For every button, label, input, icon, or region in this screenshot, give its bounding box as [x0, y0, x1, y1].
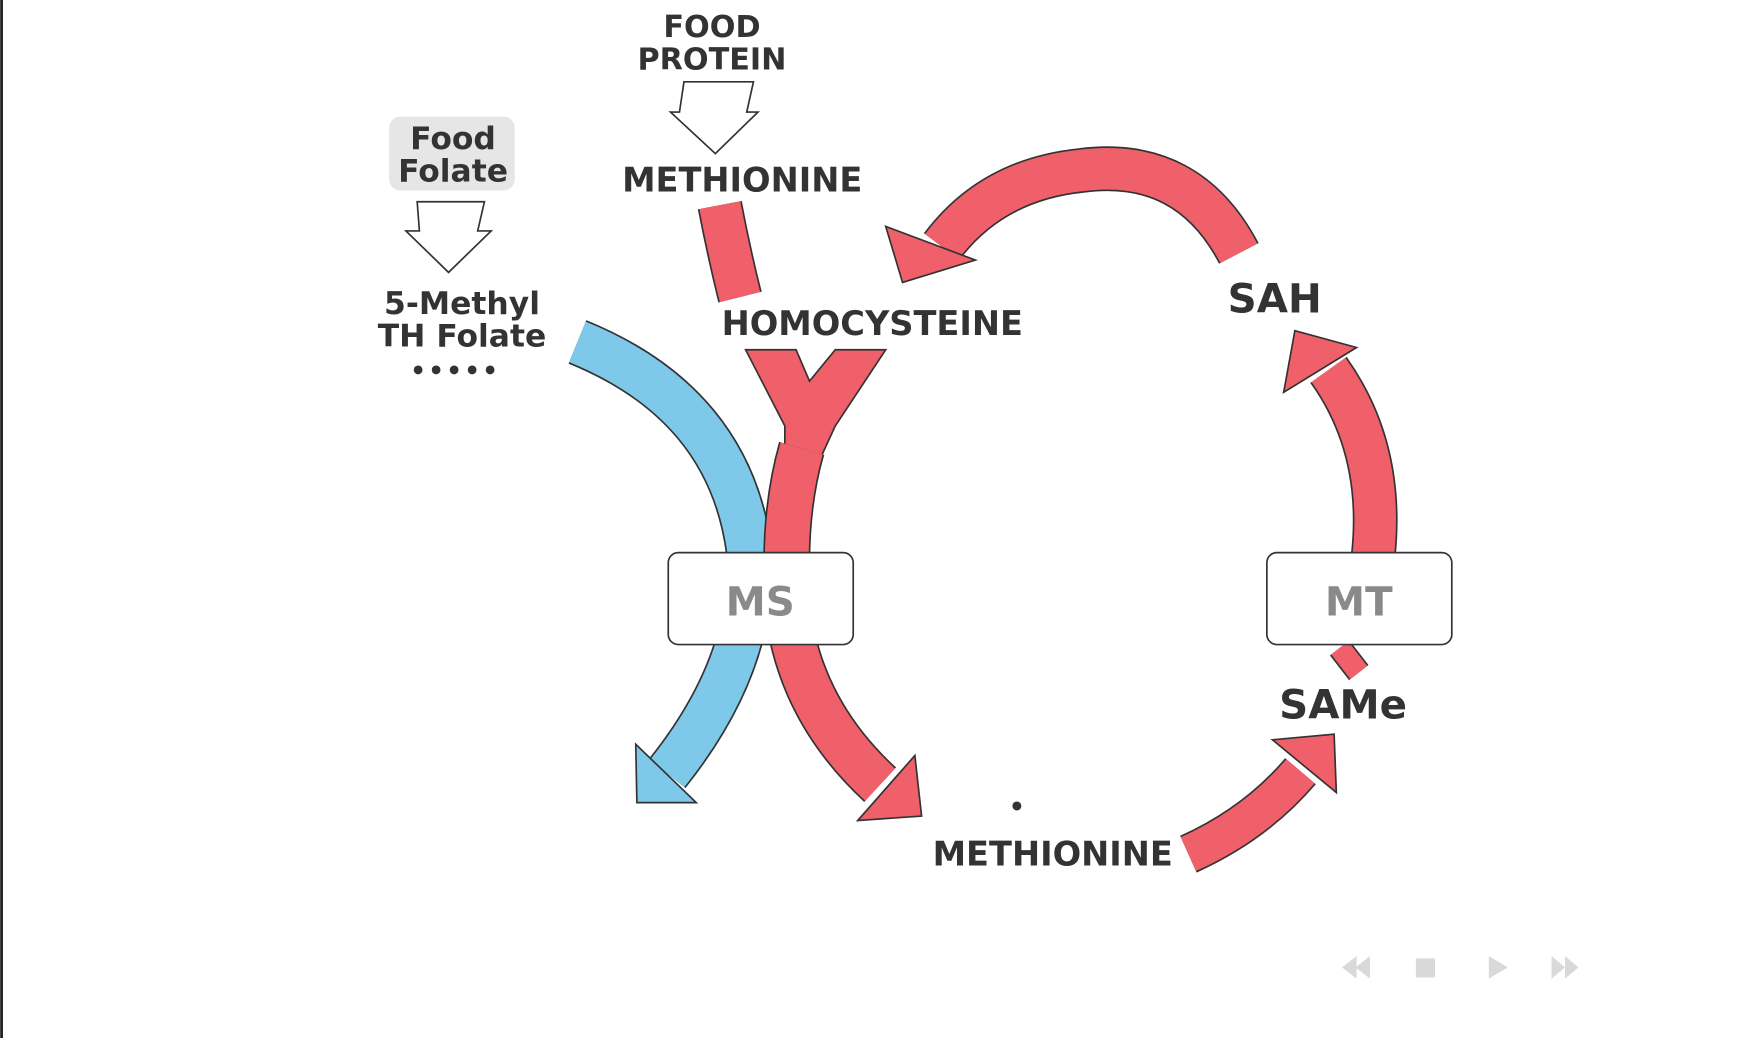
sah-to-homocysteine-arrow: [884, 146, 1259, 284]
same-label: SAMe: [1279, 682, 1407, 729]
same-to-sah-arrow: [1282, 329, 1398, 681]
methionine-to-same-arrow: [1179, 733, 1338, 873]
enzyme-ms-label: MS: [726, 578, 795, 625]
play-button[interactable]: [1488, 956, 1508, 979]
food-folate-label-line2: Folate: [398, 154, 508, 190]
food-protein-arrow-icon: [668, 80, 761, 155]
food-folate-arrow-icon: [403, 200, 494, 274]
homocysteine-label: HOMOCYSTEINE: [722, 304, 1023, 343]
enzyme-ms-box: MS: [667, 551, 855, 646]
enzyme-mt-box: MT: [1266, 551, 1453, 646]
methionine-to-homocysteine-arrow: [697, 200, 762, 303]
food-folate-label-line1: Food: [410, 121, 496, 157]
rewind-button[interactable]: [1341, 956, 1370, 979]
methionine-bottom-label: METHIONINE: [933, 834, 1173, 873]
methyl-folate-dots: •••••: [410, 356, 500, 385]
fast-forward-button[interactable]: [1551, 956, 1579, 979]
stop-button[interactable]: [1415, 958, 1435, 978]
rewind-icon: [1341, 956, 1357, 979]
methyl-folate-label-line2: TH Folate: [378, 318, 547, 354]
sah-label: SAH: [1228, 276, 1322, 323]
folate-arrow: [568, 320, 774, 804]
left-border: [0, 0, 3, 1038]
dot-marker: [1012, 801, 1022, 811]
methionine-top-label: METHIONINE: [622, 161, 862, 200]
fast-forward-icon: [1551, 956, 1566, 979]
methyl-folate-label-line1: 5-Methyl: [384, 286, 540, 322]
food-folate-badge: [389, 116, 515, 191]
food-protein-label-line2: PROTEIN: [637, 42, 786, 77]
enzyme-mt-label: MT: [1325, 578, 1393, 625]
food-protein-label-line1: FOOD: [663, 10, 760, 45]
